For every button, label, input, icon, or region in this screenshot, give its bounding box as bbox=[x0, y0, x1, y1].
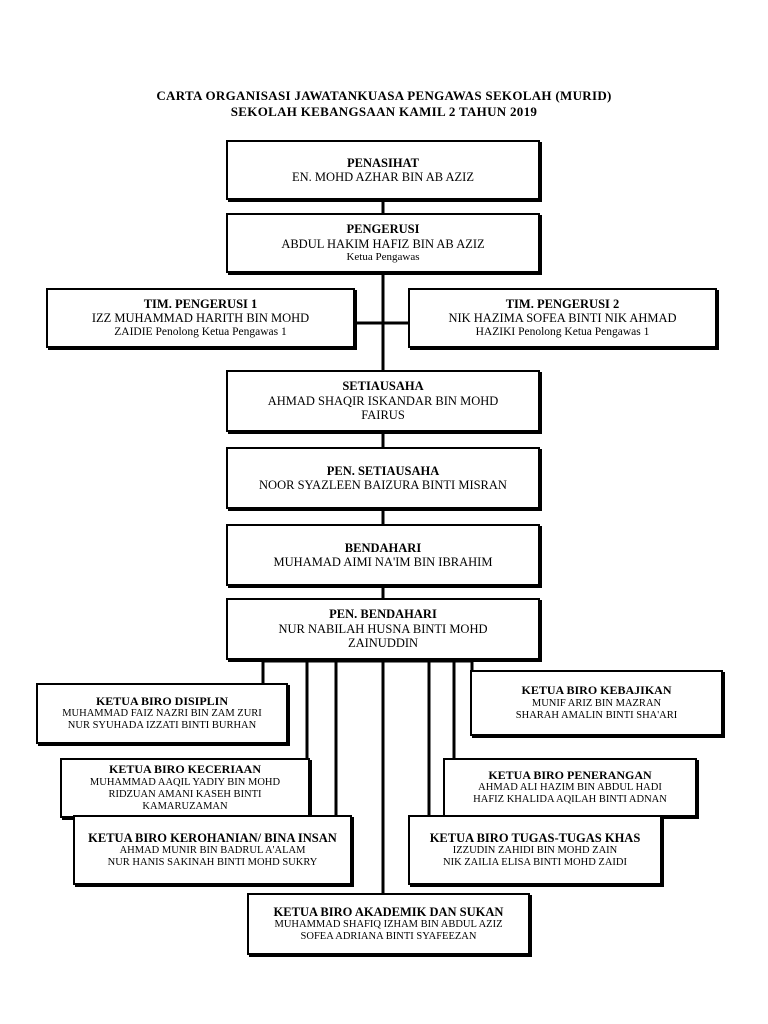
box-pengerusi: PENGERUSI ABDUL HAKIM HAFIZ BIN AB AZIZ … bbox=[226, 213, 540, 273]
keceriaan-line-2: RIDZUAN AMANI KASEH BINTI bbox=[108, 788, 262, 800]
pengerusi-role: Ketua Pengawas bbox=[346, 251, 420, 264]
setiausaha-line-2: FAIRUS bbox=[361, 408, 405, 423]
box-bendahari: BENDAHARI MUHAMAD AIMI NA'IM BIN IBRAHIM bbox=[226, 524, 540, 586]
akademik-line-1: MUHAMMAD SHAFIQ IZHAM BIN ABDUL AZIZ bbox=[274, 919, 503, 931]
kerohanian-heading: KETUA BIRO KEROHANIAN/ BINA INSAN bbox=[88, 830, 337, 845]
box-biro-kerohanian: KETUA BIRO KEROHANIAN/ BINA INSAN AHMAD … bbox=[73, 815, 352, 885]
akademik-heading: KETUA BIRO AKADEMIK DAN SUKAN bbox=[273, 904, 504, 919]
tim1-line-1: IZZ MUHAMMAD HARITH BIN MOHD bbox=[91, 311, 310, 326]
box-biro-tugas-tugas-khas: KETUA BIRO TUGAS-TUGAS KHAS IZZUDIN ZAHI… bbox=[408, 815, 662, 885]
akademik-line-2: SOFEA ADRIANA BINTI SYAFEEZAN bbox=[300, 931, 477, 943]
tim1-line-2: ZAIDIE Penolong Ketua Pengawas 1 bbox=[114, 325, 287, 338]
box-tim-pengerusi-2: TIM. PENGERUSI 2 NIK HAZIMA SOFEA BINTI … bbox=[408, 288, 717, 348]
tugas-line-1: IZZUDIN ZAHIDI BIN MOHD ZAIN bbox=[452, 845, 618, 857]
box-biro-akademik: KETUA BIRO AKADEMIK DAN SUKAN MUHAMMAD S… bbox=[247, 893, 530, 955]
box-pen-setiausaha: PEN. SETIAUSAHA NOOR SYAZLEEN BAIZURA BI… bbox=[226, 447, 540, 509]
disiplin-heading: KETUA BIRO DISIPLIN bbox=[95, 693, 229, 708]
penerangan-line-1: AHMAD ALI HAZIM BIN ABDUL HADI bbox=[478, 782, 662, 794]
box-biro-kebajikan: KETUA BIRO KEBAJIKAN MUNIF ARIZ BIN MAZR… bbox=[470, 670, 723, 736]
tugas-heading: KETUA BIRO TUGAS-TUGAS KHAS bbox=[429, 830, 641, 845]
keceriaan-heading: KETUA BIRO KECERIAAN bbox=[108, 762, 262, 776]
box-penasihat: PENASIHAT EN. MOHD AZHAR BIN AB AZIZ bbox=[226, 140, 540, 200]
tugas-line-2: NIK ZAILIA ELISA BINTI MOHD ZAIDI bbox=[442, 857, 627, 869]
disiplin-line-1: MUHAMMAD FAIZ NAZRI BIN ZAM ZURI bbox=[62, 708, 262, 720]
pen-bendahari-line-2: ZAINUDDIN bbox=[347, 636, 419, 651]
penasihat-name: EN. MOHD AZHAR BIN AB AZIZ bbox=[292, 170, 474, 184]
disiplin-line-2: NUR SYUHADA IZZATI BINTI BURHAN bbox=[67, 720, 257, 732]
bendahari-heading: BENDAHARI bbox=[344, 540, 422, 555]
chart-title-line2: SEKOLAH KEBANGSAAN KAMIL 2 TAHUN 2019 bbox=[230, 104, 538, 119]
pen-bendahari-heading: PEN. BENDAHARI bbox=[329, 607, 437, 622]
tim2-line-2: HAZIKI Penolong Ketua Pengawas 1 bbox=[475, 325, 650, 338]
box-setiausaha: SETIAUSAHA AHMAD SHAQIR ISKANDAR BIN MOH… bbox=[226, 370, 540, 432]
box-biro-disiplin: KETUA BIRO DISIPLIN MUHAMMAD FAIZ NAZRI … bbox=[36, 683, 288, 744]
bendahari-name: MUHAMAD AIMI NA'IM BIN IBRAHIM bbox=[273, 555, 493, 569]
tim2-heading: TIM. PENGERUSI 2 bbox=[505, 297, 620, 312]
pen-bendahari-line-1: NUR NABILAH HUSNA BINTI MOHD bbox=[278, 621, 488, 636]
penerangan-line-2: HAFIZ KHALIDA AQILAH BINTI ADNAN bbox=[473, 794, 667, 806]
kerohanian-line-2: NUR HANIS SAKINAH BINTI MOHD SUKRY bbox=[107, 857, 318, 869]
penasihat-heading: PENASIHAT bbox=[346, 155, 419, 170]
kebajikan-heading: KETUA BIRO KEBAJIKAN bbox=[521, 683, 672, 698]
box-biro-keceriaan: KETUA BIRO KECERIAAN MUHAMMAD AAQIL YADI… bbox=[60, 758, 310, 818]
kebajikan-line-1: MUNIF ARIZ BIN MAZRAN bbox=[531, 697, 662, 709]
pen-setiausaha-name: NOOR SYAZLEEN BAIZURA BINTI MISRAN bbox=[259, 478, 507, 492]
setiausaha-heading: SETIAUSAHA bbox=[342, 379, 424, 394]
box-pen-bendahari: PEN. BENDAHARI NUR NABILAH HUSNA BINTI M… bbox=[226, 598, 540, 660]
pengerusi-name: ABDUL HAKIM HAFIZ BIN AB AZIZ bbox=[281, 236, 485, 251]
box-tim-pengerusi-1: TIM. PENGERUSI 1 IZZ MUHAMMAD HARITH BIN… bbox=[46, 288, 355, 348]
box-biro-penerangan: KETUA BIRO PENERANGAN AHMAD ALI HAZIM BI… bbox=[443, 758, 697, 817]
kebajikan-line-2: SHARAH AMALIN BINTI SHA'ARI bbox=[515, 709, 678, 721]
penerangan-heading: KETUA BIRO PENERANGAN bbox=[488, 767, 652, 782]
tim1-heading: TIM. PENGERUSI 1 bbox=[143, 297, 258, 312]
kerohanian-line-1: AHMAD MUNIR BIN BADRUL A'ALAM bbox=[119, 845, 306, 857]
tim2-line-1: NIK HAZIMA SOFEA BINTI NIK AHMAD bbox=[448, 311, 677, 326]
chart-title-line1: CARTA ORGANISASI JAWATANKUASA PENGAWAS S… bbox=[156, 88, 612, 103]
pen-setiausaha-heading: PEN. SETIAUSAHA bbox=[326, 463, 440, 478]
setiausaha-line-1: AHMAD SHAQIR ISKANDAR BIN MOHD bbox=[267, 393, 499, 408]
keceriaan-line-1: MUHAMMAD AAQIL YADIY BIN MOHD bbox=[89, 776, 281, 788]
keceriaan-line-3: KAMARUZAMAN bbox=[142, 800, 228, 812]
pengerusi-heading: PENGERUSI bbox=[346, 222, 420, 237]
